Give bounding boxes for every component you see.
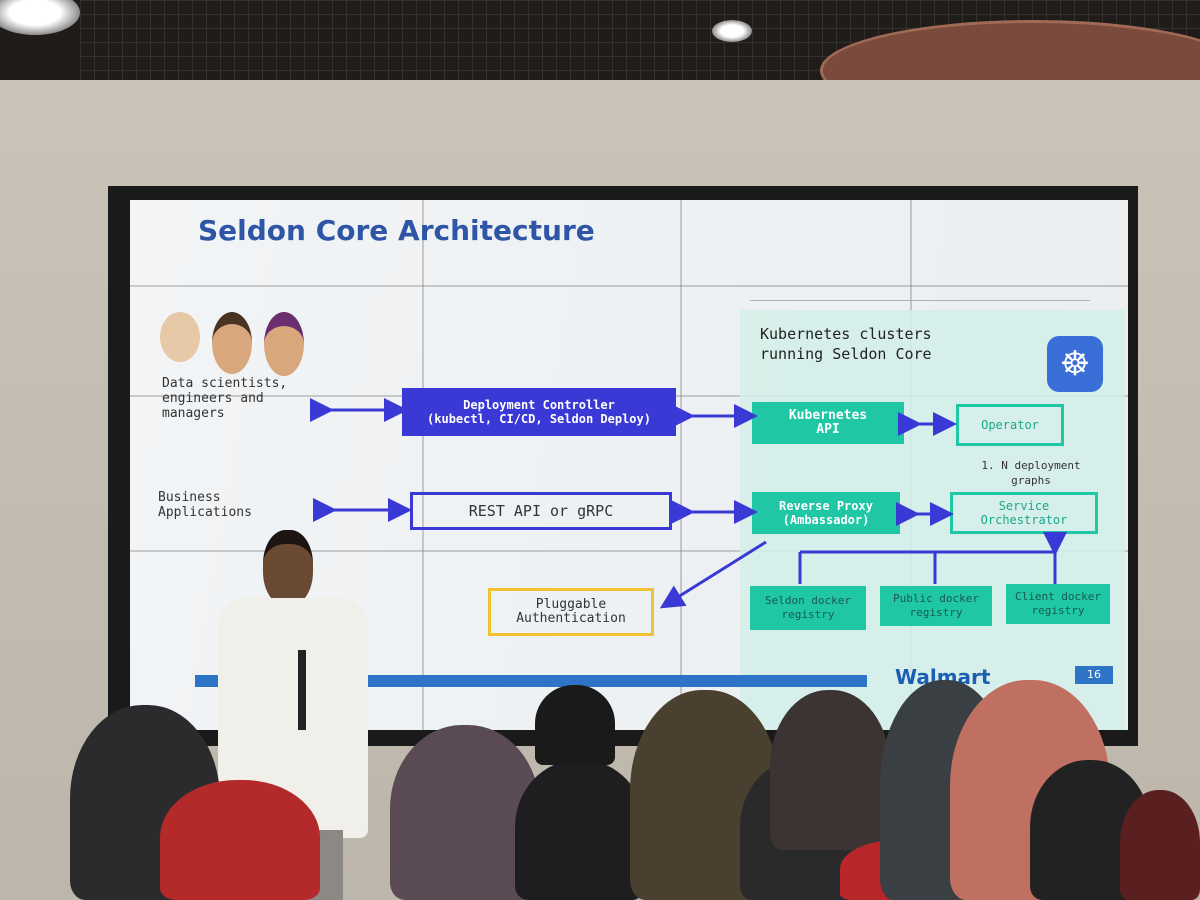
reverse-proxy-box: Reverse Proxy (Ambassador) [752,492,900,534]
deployment-graphs-note: 1. N deployment graphs [981,459,1081,487]
data-scientists-label: Data scientists, engineers and managers [162,376,288,421]
person-avatar-icon [160,312,200,362]
person-avatar-icon [264,312,304,376]
audience-member [1120,790,1200,900]
audience-member [515,760,645,900]
person-avatar-icon [212,312,252,374]
architecture-arrows [310,398,1067,609]
operator-box: Operator [956,404,1064,446]
business-applications-label: Business Applications [158,490,252,520]
audience-member [770,690,890,850]
service-orchestrator-box: Service Orchestrator [950,492,1098,534]
audience-member [535,685,615,765]
presentation-slide: Seldon Core Architecture Kubernetes clus… [130,200,1128,730]
public-docker-registry-box: Public docker registry [880,586,992,626]
kubernetes-heading: Kubernetes clusters running Seldon Core [760,325,932,363]
deployment-controller-box: Deployment Controller (kubectl, CI/CD, S… [402,388,676,436]
audience-member [160,780,320,900]
seldon-docker-registry-box: Seldon docker registry [750,586,866,630]
title-rule [750,300,1090,301]
slide-title: Seldon Core Architecture [198,214,595,247]
slide-page-number: 16 [1075,666,1113,684]
client-docker-registry-box: Client docker registry [1006,584,1110,624]
pluggable-authentication-box: Pluggable Authentication [488,588,654,636]
kubernetes-helm-icon: ☸ [1047,336,1103,392]
ceiling-spotlight [712,20,752,42]
kubernetes-api-box: Kubernetes API [752,402,904,444]
